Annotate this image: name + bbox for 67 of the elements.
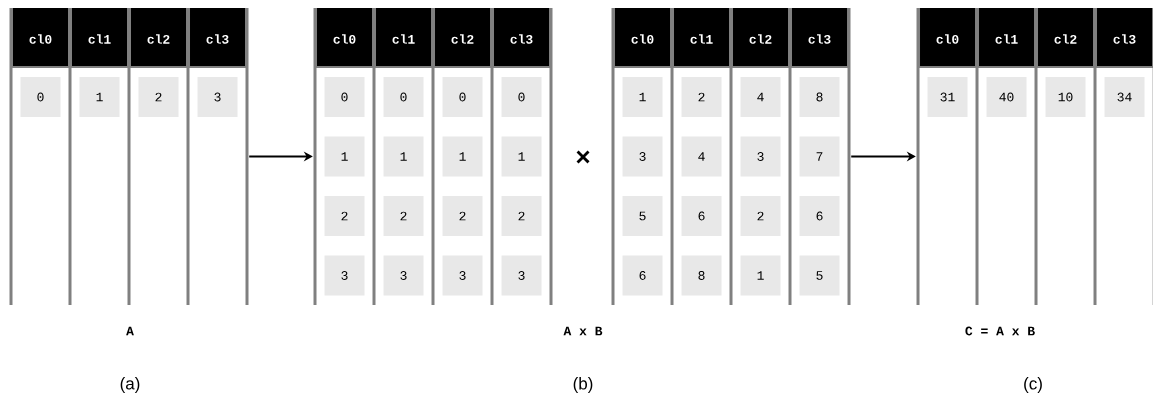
header-cell: cl2 — [131, 8, 186, 66]
header-cell: cl3 — [494, 8, 549, 66]
header-cell: cl0 — [13, 8, 68, 66]
value-cell: 8 — [681, 255, 722, 296]
value-cell: 4 — [740, 77, 781, 117]
value-cell: 2 — [681, 77, 722, 117]
caption: A — [126, 326, 134, 336]
panel-label: (a) — [120, 377, 140, 393]
value-cell: 6 — [622, 255, 663, 296]
value-cell: 3 — [324, 255, 365, 296]
value-cell: 5 — [622, 196, 663, 236]
value-cell: 0 — [501, 77, 542, 117]
value-cell: 2 — [324, 196, 365, 236]
value-cell: 2 — [740, 196, 781, 236]
panel-label: (b) — [573, 377, 593, 393]
value-cell: 0 — [20, 77, 61, 117]
value-cell: 2 — [501, 196, 542, 236]
value-cell: 3 — [197, 77, 238, 117]
table — [313, 8, 553, 305]
value-cell: 31 — [927, 77, 968, 117]
value-cell: 8 — [799, 77, 840, 117]
header-cell: cl0 — [920, 8, 975, 66]
value-cell: 3 — [740, 136, 781, 177]
value-cell: 0 — [442, 77, 483, 117]
value-cell: 2 — [383, 196, 424, 236]
header-cell: cl1 — [72, 8, 127, 66]
value-cell: 1 — [79, 77, 120, 117]
caption: A x B — [563, 326, 603, 336]
header-cell: cl3 — [1097, 8, 1152, 66]
value-cell: 0 — [324, 77, 365, 117]
table — [916, 8, 1153, 305]
header-cell: cl2 — [435, 8, 490, 66]
header-cell: cl1 — [376, 8, 431, 66]
value-cell: 3 — [442, 255, 483, 296]
value-cell: 5 — [799, 255, 840, 296]
value-cell: 34 — [1104, 77, 1145, 117]
value-cell: 7 — [799, 136, 840, 177]
header-cell: cl3 — [792, 8, 847, 66]
table — [611, 8, 851, 305]
value-cell: 1 — [740, 255, 781, 296]
header-cell: cl0 — [317, 8, 372, 66]
caption: C = A x B — [965, 326, 1035, 336]
header-cell: cl0 — [615, 8, 670, 66]
header-cell: cl2 — [733, 8, 788, 66]
value-cell: 1 — [442, 136, 483, 177]
value-cell: 40 — [986, 77, 1027, 117]
table — [9, 8, 249, 305]
value-cell: 1 — [383, 136, 424, 177]
value-cell: 6 — [681, 196, 722, 236]
value-cell: 1 — [324, 136, 365, 177]
value-cell: 3 — [622, 136, 663, 177]
header-cell: cl1 — [674, 8, 729, 66]
header-cell: cl1 — [979, 8, 1034, 66]
times-sign: × — [576, 150, 590, 164]
value-cell: 6 — [799, 196, 840, 236]
value-cell: 3 — [383, 255, 424, 296]
value-cell: 1 — [501, 136, 542, 177]
value-cell: 2 — [442, 196, 483, 236]
panel-label: (c) — [1024, 377, 1042, 393]
value-cell: 10 — [1045, 77, 1086, 117]
header-cell: cl2 — [1038, 8, 1093, 66]
value-cell: 1 — [622, 77, 663, 117]
value-cell: 4 — [681, 136, 722, 177]
value-cell: 2 — [138, 77, 179, 117]
header-cell: cl3 — [190, 8, 245, 66]
value-cell: 0 — [383, 77, 424, 117]
value-cell: 3 — [501, 255, 542, 296]
